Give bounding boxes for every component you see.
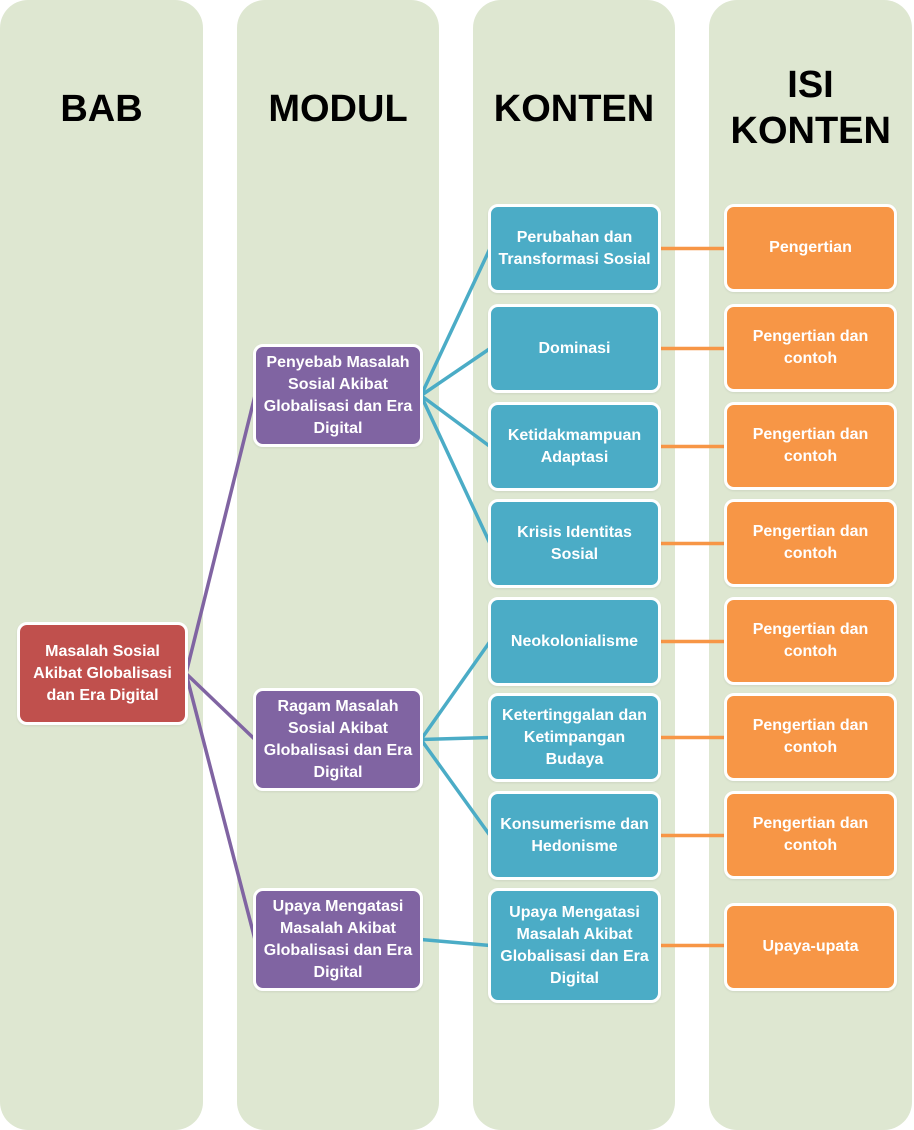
column-header-konten: KONTEN (493, 88, 655, 130)
link-modul-konten (420, 347, 491, 397)
konten-node[interactable]: Ketertinggalan dan Ketimpangan Budaya (488, 693, 661, 782)
konten-node-label: Krisis Identitas Sosial (517, 523, 632, 563)
isi-konten-node[interactable]: Upaya-upata (724, 903, 897, 991)
bab-node[interactable]: Masalah Sosial Akibat Globalisasi dan Er… (17, 622, 188, 725)
konten-node-label: Neokolonialisme (510, 632, 639, 650)
konten-node[interactable]: Neokolonialisme (488, 597, 661, 686)
link-modul-konten (419, 394, 492, 545)
link-modul-konten (420, 735, 491, 742)
column-bab: BAB (0, 0, 203, 1130)
konten-node-label: Dominasi (538, 339, 611, 357)
isi-konten-node[interactable]: Pengertian dan contoh (724, 597, 897, 685)
isi-konten-node[interactable]: Pengertian dan contoh (724, 402, 897, 490)
konten-node[interactable]: Ketidakmampuan Adaptasi (488, 402, 661, 491)
konten-node[interactable]: Upaya Mengatasi Masalah Akibat Globalisa… (488, 888, 661, 1003)
link-bab-modul (184, 673, 257, 940)
modul-node[interactable]: Upaya Mengatasi Masalah Akibat Globalisa… (253, 888, 423, 991)
konten-node-label: Ketidakmampuan Adaptasi (507, 426, 642, 466)
column-header-modul: MODUL (268, 88, 408, 130)
isi-konten-node-label: Pengertian dan contoh (752, 426, 869, 465)
modul-node[interactable]: Penyebab Masalah Sosial Akibat Globalisa… (253, 344, 423, 447)
link-modul-konten (419, 247, 492, 397)
konten-node-label: Upaya Mengatasi Masalah Akibat Globalisa… (500, 903, 649, 987)
konten-node-label: Perubahan dan Transformasi Sosial (498, 228, 651, 268)
isi-konten-node[interactable]: Pengertian (724, 204, 897, 292)
modul-node-label: Penyebab Masalah Sosial Akibat Globalisa… (263, 353, 413, 437)
isi-konten-node-label: Pengertian dan contoh (752, 815, 869, 854)
isi-konten-node-label: Pengertian (769, 239, 852, 256)
konten-node[interactable]: Perubahan dan Transformasi Sosial (488, 204, 661, 293)
isi-konten-node-label: Upaya-upata (762, 938, 859, 955)
link-modul-konten (419, 394, 492, 448)
modul-node[interactable]: Ragam Masalah Sosial Akibat Globalisasi … (253, 688, 423, 791)
isi-konten-node[interactable]: Pengertian dan contoh (724, 693, 897, 781)
column-header-bab: BAB (60, 88, 143, 130)
konten-node[interactable]: Dominasi (488, 304, 661, 393)
isi-konten-node-label: Pengertian dan contoh (752, 717, 869, 756)
isi-konten-node[interactable]: Pengertian dan contoh (724, 791, 897, 879)
konten-node-label: Konsumerisme dan Hedonisme (500, 815, 649, 855)
modul-node-label: Upaya Mengatasi Masalah Akibat Globalisa… (263, 897, 413, 981)
modul-node-label: Ragam Masalah Sosial Akibat Globalisasi … (263, 697, 413, 781)
bab-node-label: Masalah Sosial Akibat Globalisasi dan Er… (33, 642, 172, 704)
link-modul-konten (419, 738, 492, 837)
isi-konten-node[interactable]: Pengertian dan contoh (724, 499, 897, 587)
link-modul-konten (420, 937, 491, 948)
konten-node-label: Ketertinggalan dan Ketimpangan Budaya (502, 706, 647, 768)
konten-node[interactable]: Konsumerisme dan Hedonisme (488, 791, 661, 880)
link-modul-konten (419, 640, 492, 741)
isi-konten-node-label: Pengertian dan contoh (752, 621, 869, 660)
isi-konten-node-label: Pengertian dan contoh (752, 328, 869, 367)
isi-konten-node-label: Pengertian dan contoh (752, 523, 869, 562)
konten-node[interactable]: Krisis Identitas Sosial (488, 499, 661, 588)
isi-konten-node[interactable]: Pengertian dan contoh (724, 304, 897, 392)
column-header-isi-konten: ISI KONTEN (730, 64, 891, 152)
link-bab-modul (184, 395, 257, 674)
link-bab-modul (184, 672, 257, 741)
